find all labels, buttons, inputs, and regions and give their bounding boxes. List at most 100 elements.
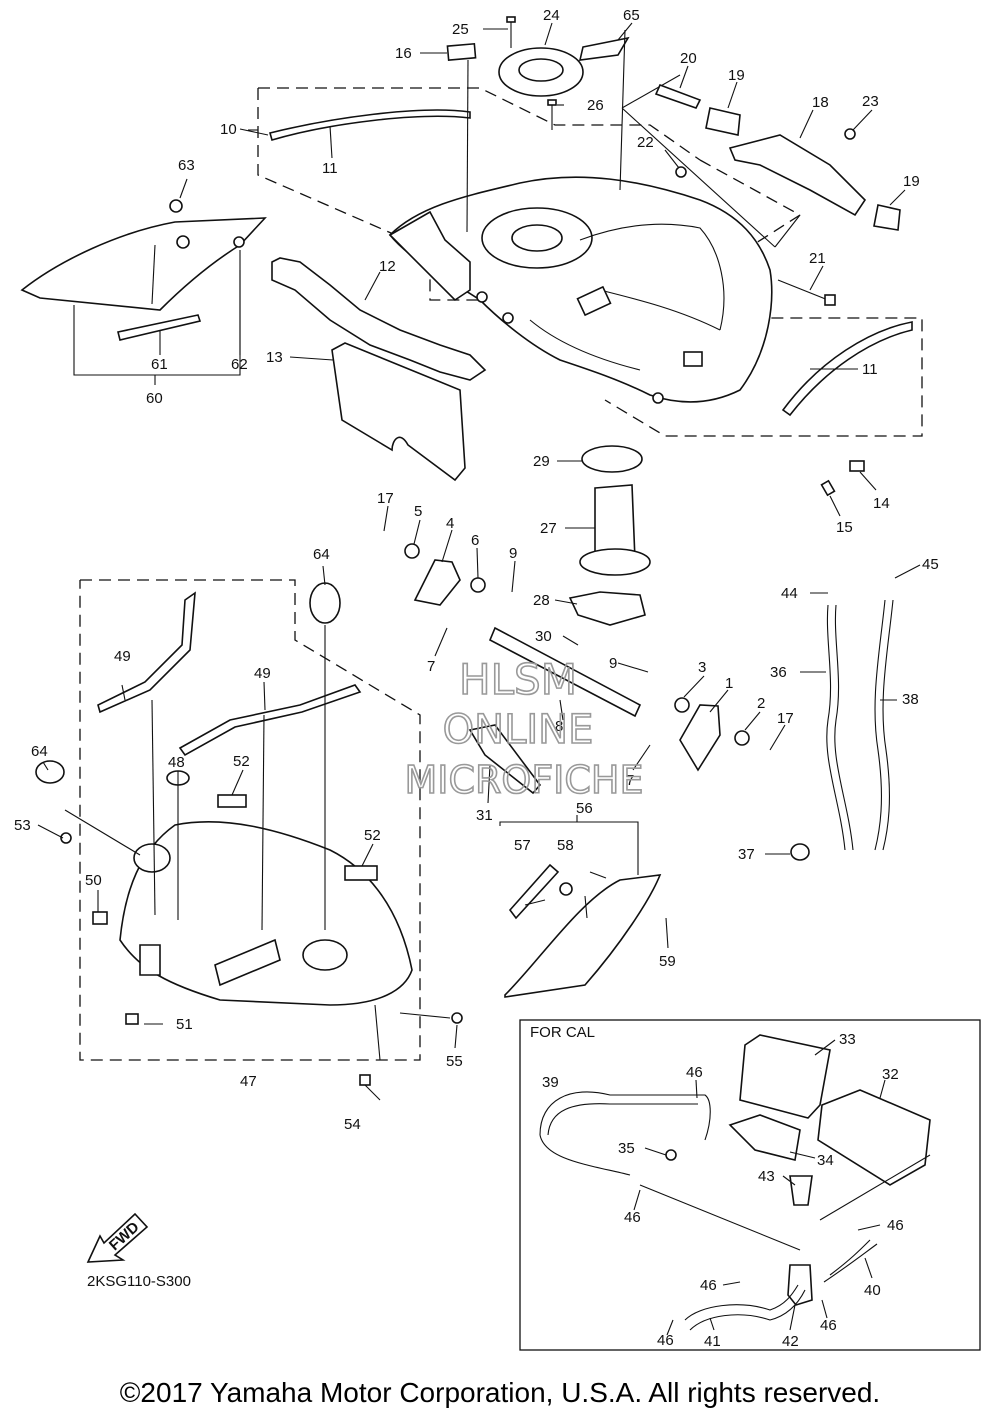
callout-65: 65 [623,7,640,24]
grommet-50 [92,911,108,925]
callout-17b: 17 [777,710,794,727]
callout-30: 30 [535,628,552,645]
callout-22: 22 [637,134,654,151]
bolt-55 [451,1012,463,1024]
bolt-26 [547,99,557,130]
callout-56: 56 [576,800,593,817]
callout-47: 47 [240,1073,257,1090]
callout-49b: 49 [254,665,271,682]
callout-2: 2 [757,695,765,712]
callout-33: 33 [839,1031,856,1048]
callout-28: 28 [533,592,550,609]
tank-tape-11-upper [269,109,471,141]
rod-8 [488,626,642,718]
callout-7b: 7 [626,772,634,789]
bolt-25 [506,16,516,48]
leader-lines [37,22,921,1101]
bolt-51 [125,1013,139,1025]
collar-3 [674,697,690,713]
fuel-tank [388,176,773,404]
bolt-21 [777,279,836,306]
stay-49-right [178,684,362,757]
callout-64b: 64 [31,743,48,760]
callout-9a: 9 [509,545,517,562]
canister-32 [817,1089,931,1186]
seal-52-upper [217,794,247,808]
callout-3: 3 [698,659,706,676]
tape-57 [508,863,560,920]
callout-6: 6 [471,532,479,549]
callout-35: 35 [618,1140,635,1157]
callout-9b: 9 [609,655,617,672]
callout-10: 10 [220,121,237,138]
callout-41: 41 [704,1333,721,1350]
callout-21: 21 [809,250,826,267]
group-frame-47 [79,579,421,1061]
collar-58 [559,882,573,896]
seal-52-lower [344,865,378,881]
callout-50: 50 [85,872,102,889]
bracket-1 [679,704,721,772]
tank-protector-12 [271,257,487,381]
inset-leader-lines [633,1039,886,1336]
callout-27: 27 [540,520,557,537]
callout-1: 1 [725,675,733,692]
callout-46d: 46 [700,1277,717,1294]
callout-38: 38 [902,691,919,708]
hose-20 [654,83,702,109]
inset-parts [539,1034,931,1331]
callout-7a: 7 [427,658,435,675]
callout-11a: 11 [322,160,338,177]
nut-54 [359,1074,371,1086]
callout-labels: 1 2 3 4 5 6 7 7 8 9 9 10 11 11 12 13 14 … [14,7,939,1350]
callout-46b: 46 [624,1209,641,1226]
label-65 [578,36,630,61]
callout-46c: 46 [887,1217,904,1234]
callout-31: 31 [476,807,493,824]
callout-37: 37 [738,846,755,863]
copyright-notice: ©2017 Yamaha Motor Corporation, U.S.A. A… [119,1377,881,1408]
callout-48: 48 [168,754,185,771]
bolt-53 [60,832,72,844]
hose-19-left [705,107,741,136]
tape-61 [117,314,202,341]
watermark-line2: ONLINE [443,707,594,753]
inset-title: FOR CAL [530,1024,595,1041]
callout-39: 39 [542,1074,559,1091]
watermark-line3: MICROFICHE [404,758,643,802]
bracket-18 [728,134,867,217]
callout-26: 26 [587,97,604,114]
callout-32: 32 [882,1066,899,1083]
canister-33 [739,1034,831,1119]
grommet-37 [790,843,810,861]
callout-42: 42 [782,1333,799,1350]
callout-57: 57 [514,837,531,854]
collar-5 [404,543,420,559]
callout-17a: 17 [377,490,394,507]
tank-cover-47 [119,821,413,1006]
stay-49-left [97,591,196,714]
callout-4: 4 [446,515,454,532]
collar-6 [470,577,486,593]
callout-58: 58 [557,837,574,854]
drawing-code: 2KSG110-S300 [87,1273,191,1290]
callout-54: 54 [344,1116,361,1133]
callout-55: 55 [446,1053,463,1070]
seal-16 [446,42,477,61]
watermark: HLSM ONLINE MICROFICHE [404,654,645,803]
bracket-4 [413,559,461,606]
callout-53: 53 [14,817,31,834]
callout-36: 36 [770,664,787,681]
callout-34: 34 [817,1152,834,1169]
filler-cap-24 [498,47,584,97]
callout-23: 23 [862,93,879,110]
union-43 [789,1175,813,1206]
callout-52b: 52 [364,827,381,844]
hose-38 [874,599,886,851]
callout-49a: 49 [114,648,131,665]
callout-14: 14 [873,495,890,512]
fwd-arrow-icon: FWD [86,1212,149,1263]
tank-tape-11-right [781,321,913,417]
plate-28 [568,591,646,626]
callout-15: 15 [836,519,853,536]
